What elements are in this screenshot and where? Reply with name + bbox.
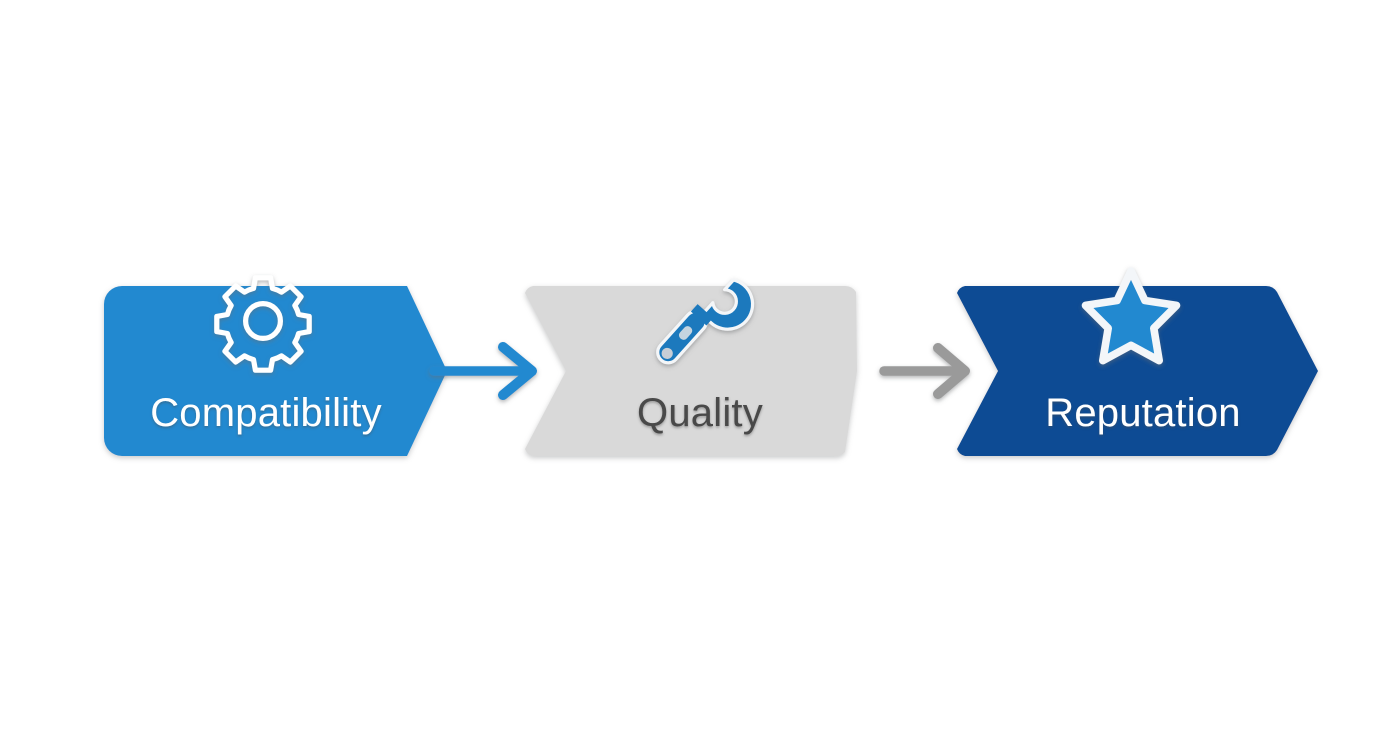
stage-reputation-shape[interactable] — [957, 285, 1318, 457]
stage-compatibility-shape[interactable] — [104, 286, 447, 456]
stage-compatibility-label: Compatibility — [150, 391, 382, 435]
wrench-icon — [656, 278, 755, 365]
star-icon — [1081, 267, 1181, 365]
arrow-head-2 — [933, 343, 970, 399]
arrow-head-1 — [498, 342, 537, 400]
arrow-compatibility-to-quality — [429, 342, 537, 400]
arrow-quality-to-reputation — [879, 343, 970, 399]
stage-quality[interactable]: Quality — [525, 271, 857, 457]
gear-icon — [214, 275, 312, 373]
stage-compatibility[interactable]: Compatibility — [104, 275, 447, 456]
stage-reputation[interactable]: Reputation — [957, 267, 1318, 457]
stage-quality-shape[interactable] — [525, 285, 857, 457]
stage-reputation-label: Reputation — [1045, 391, 1240, 435]
stage-quality-label: Quality — [637, 391, 763, 435]
